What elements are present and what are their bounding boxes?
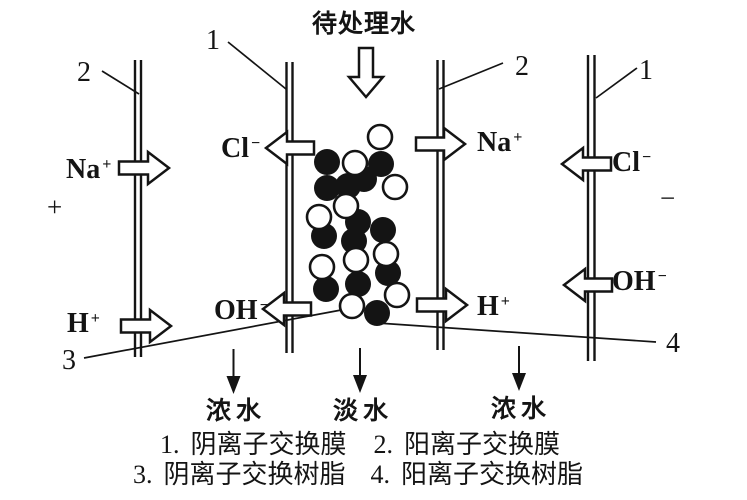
legend-item-1: 1.阴离子交换膜 (160, 430, 347, 459)
resin-bead-white (381, 173, 409, 201)
ion-cl-mid: Cl− (221, 133, 261, 164)
resin-bead-white (366, 123, 394, 151)
oh-mid-arrow (260, 290, 313, 328)
ion-na-left: Na+ (66, 154, 112, 185)
legend-line-2: 3.阴离子交换树脂 4.阳离子交换树脂 (133, 462, 583, 488)
membranes (133, 55, 596, 361)
callout-3: 3 (62, 345, 76, 376)
na-right-arrow (414, 125, 468, 163)
resin-bead-black (313, 276, 339, 302)
block-arrows (117, 46, 614, 345)
leader-2-left (101, 70, 140, 95)
resin-bead-white (342, 246, 370, 274)
ion-cl-right: Cl− (612, 147, 652, 178)
resin-bead-black (345, 271, 371, 297)
resin-beads (305, 123, 411, 326)
resin-bead-white (332, 192, 360, 220)
ion-na-right: Na+ (477, 127, 523, 158)
ion-h-left: H+ (67, 308, 100, 339)
resin-bead-black (314, 175, 340, 201)
resin-bead-black (370, 217, 396, 243)
resin-bead-white (372, 240, 400, 268)
resin-bead-white (338, 292, 366, 320)
oh-right-arrow (561, 266, 614, 304)
resin-bead-black (335, 173, 361, 199)
leader-4-resin (369, 321, 657, 343)
callout-1-right: 1 (639, 55, 653, 86)
h-left-arrow (119, 307, 174, 345)
resin-bead-black (314, 149, 340, 175)
leader-1-right (595, 67, 638, 99)
na-left-arrow (117, 149, 172, 187)
legend-item-4: 4.阳离子交换树脂 (370, 460, 584, 489)
conc-water-left-arrowhead (226, 376, 241, 394)
membrane-2-left-line (133, 60, 143, 357)
ion-oh-mid: OH− (214, 295, 269, 326)
leader-2-right (438, 62, 504, 90)
callout-2-right: 2 (515, 51, 529, 82)
legend-line-1: 1.阴离子交换膜 2.阳离子交换膜 (160, 432, 560, 458)
resin-bead-white (383, 281, 411, 309)
resin-bead-black (364, 300, 390, 326)
conc-water-right-label: 浓水 (491, 396, 552, 423)
fresh-water-arrowhead (353, 375, 367, 393)
conc-water-right-arrowhead (512, 373, 526, 391)
ion-oh-right: OH− (612, 266, 667, 297)
callout-2-left: 2 (77, 57, 91, 88)
negative-electrode-sign: − (660, 183, 676, 213)
positive-electrode-sign: + (47, 192, 63, 222)
ion-h-right: H+ (477, 291, 510, 322)
outlet-arrows (226, 346, 526, 394)
feed-water-arrow (346, 46, 386, 99)
conc-water-left-label: 浓水 (206, 398, 267, 425)
leader-1-left (227, 41, 287, 90)
feed-water-label: 待处理水 (312, 11, 417, 38)
legend-item-3: 3.阴离子交换树脂 (133, 460, 346, 489)
membrane-1-right-line (586, 55, 596, 361)
legend-item-2: 2.阳离子交换膜 (373, 430, 561, 459)
resin-bead-black (368, 151, 394, 177)
resin-bead-white (305, 203, 333, 231)
cl-mid-arrow (263, 129, 316, 167)
callout-1-left: 1 (206, 25, 220, 56)
callout-4: 4 (666, 328, 680, 359)
h-right-arrow (415, 286, 470, 324)
resin-bead-white (308, 253, 336, 281)
fresh-water-label: 淡水 (333, 398, 394, 425)
cl-right-arrow (559, 145, 613, 183)
resin-bead-white (341, 149, 369, 177)
